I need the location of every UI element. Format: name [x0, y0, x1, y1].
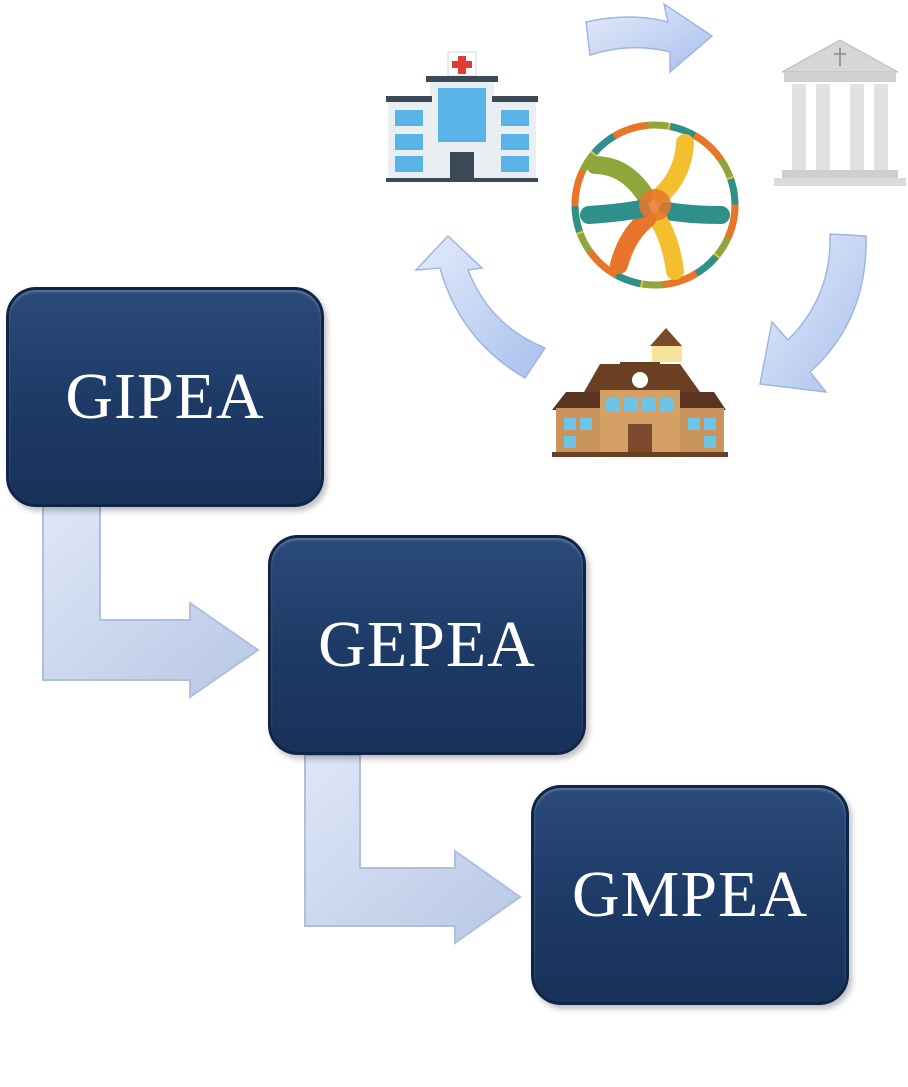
cycle-arrow-top	[585, 2, 714, 74]
step-label: GMPEA	[571, 858, 809, 931]
courthouse-icon	[774, 39, 906, 186]
step-label: GEPEA	[318, 608, 536, 681]
school-icon	[552, 328, 728, 457]
step-box-gipea: GIPEA	[6, 287, 324, 507]
step-label: GIPEA	[65, 360, 265, 433]
step-box-gepea: GEPEA	[268, 535, 586, 755]
step-box-gmpea: GMPEA	[531, 785, 849, 1005]
flow-arrow-2-to-3	[304, 754, 522, 945]
hospital-icon	[386, 51, 538, 182]
cycle-arrow-left	[414, 234, 547, 380]
cycle-arrow-right	[759, 233, 867, 393]
flow-arrow-1-to-2	[42, 504, 260, 699]
joined-hands-icon	[571, 121, 739, 289]
